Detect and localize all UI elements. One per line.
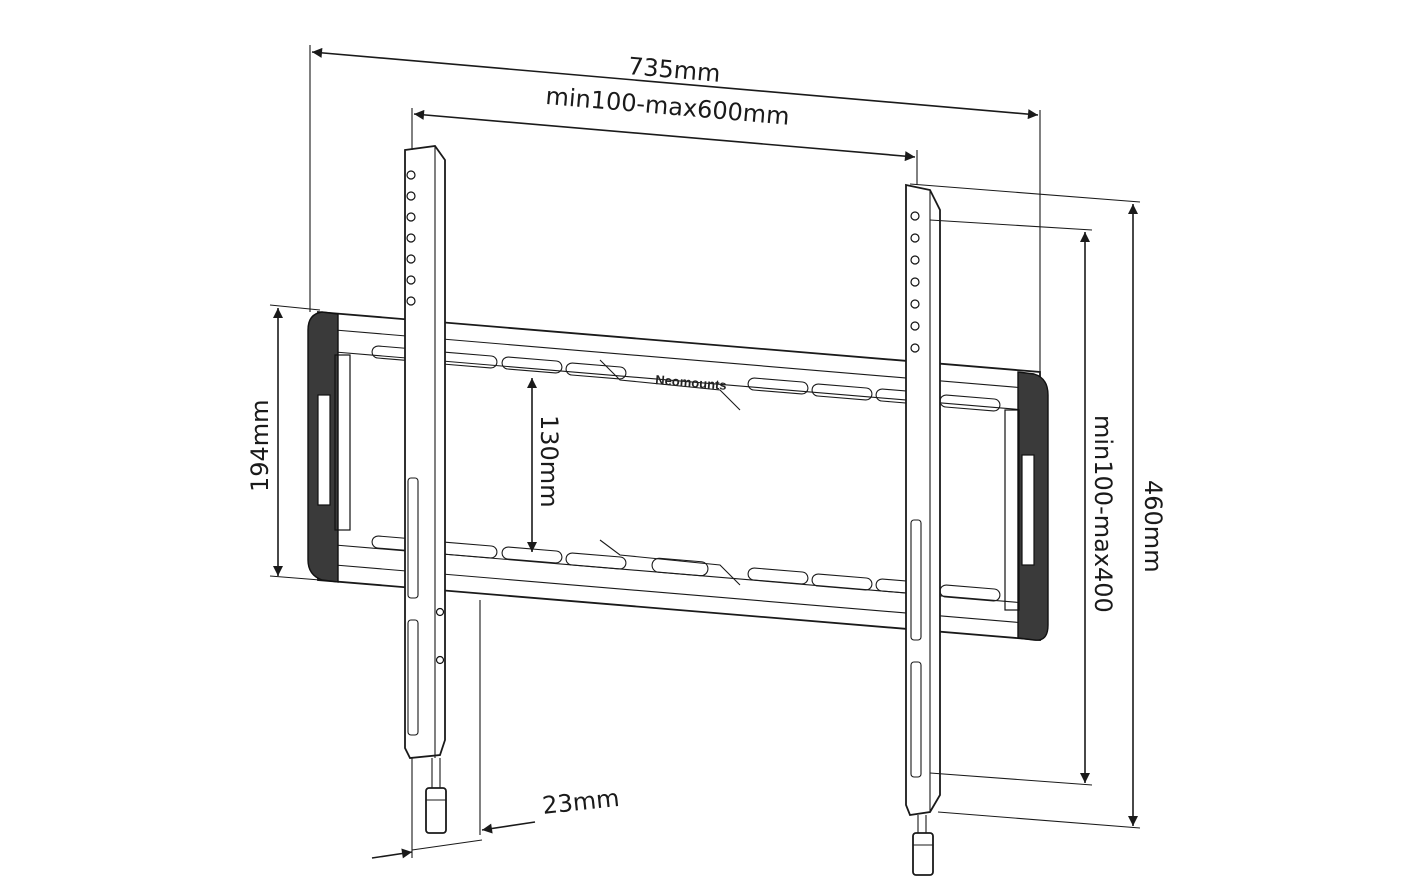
vesa-vertical-label: min100-max400	[1089, 415, 1117, 613]
overall-height-label: 460mm	[1139, 480, 1167, 573]
right-pull-tab	[912, 832, 934, 876]
right-tv-arm	[905, 183, 941, 876]
left-tv-arm	[404, 145, 447, 834]
brand-logo: Neomounts	[655, 372, 727, 393]
vesa-horizontal-label: min100-max600mm	[545, 82, 791, 131]
left-pull-tab	[425, 787, 447, 834]
dimension-lines	[269, 45, 1141, 859]
depth-label: 23mm	[541, 784, 621, 820]
plate-height-label: 194mm	[246, 399, 274, 492]
slot-spacing-label: 130mm	[535, 415, 563, 508]
overall-width-label: 735mm	[627, 52, 722, 88]
